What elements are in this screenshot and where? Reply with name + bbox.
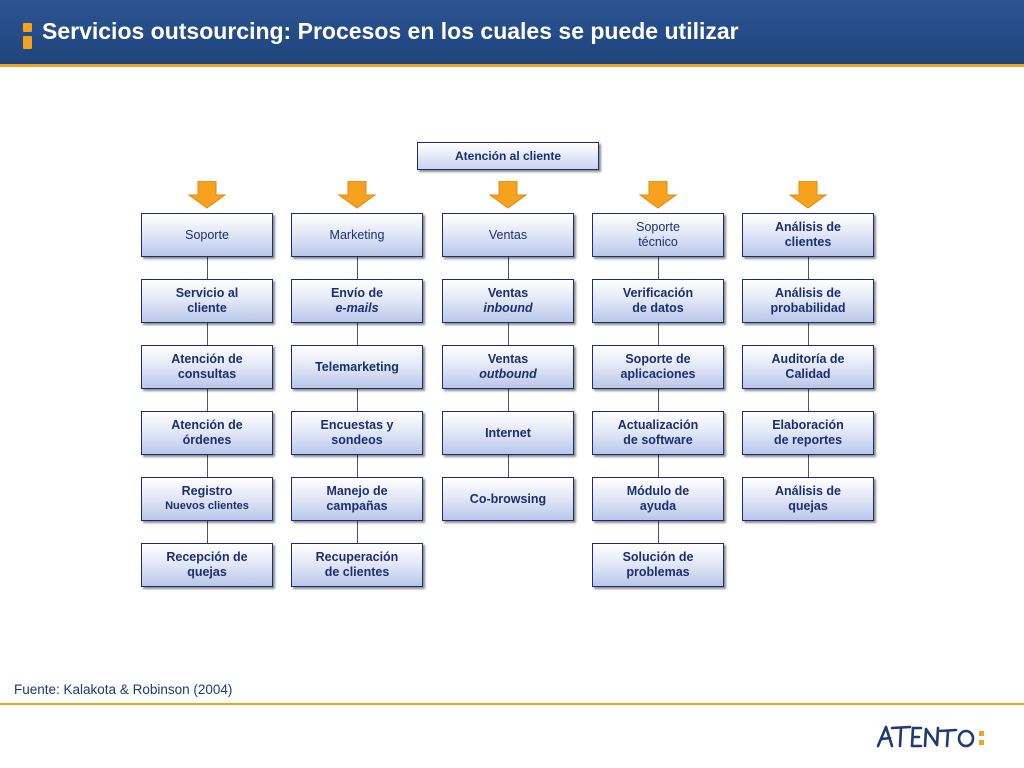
box-text-line: Soporte [185,227,229,242]
box-text-line: Atención de [171,352,243,366]
box-text-line: Encuestas y [320,418,394,432]
box-text-line: quejas [187,565,227,579]
box-text-line: Internet [485,425,531,440]
box-text-line: problemas [626,565,690,579]
box-text-line: Ventas [487,352,529,366]
box-text-line: Servicio al [175,286,239,300]
box-text-line: campañas [326,499,388,513]
box-text-line: consultas [177,367,237,381]
box-text-line: de clientes [324,565,390,579]
down-arrow-icon [337,181,377,209]
box-text-line: sondeos [331,433,383,447]
box-text-line: Envío de [330,286,384,300]
category-header: Marketing [291,213,423,257]
box-text-line: Elaboración [772,418,844,432]
footer-divider [0,703,1024,705]
box-text-line: Telemarketing [315,359,399,374]
box-text-line: cliente [187,301,227,315]
box-text-line: Nuevos clientes [165,500,249,512]
box-text-line: outbound [479,367,537,381]
down-arrow-icon [488,181,528,209]
box-text-line: Análisis de [775,286,841,300]
box-text-line: probabilidad [770,301,846,315]
box-text-line: Marketing [329,227,385,242]
box-text-line: Recepción de [166,550,248,564]
down-arrow-icon [187,181,227,209]
process-box: Telemarketing [291,345,423,389]
category-header: Soporte [141,213,273,257]
box-text-line: Ventas [487,286,529,300]
atento-logo [876,725,984,748]
slide-title: Servicios outsourcing: Procesos en los c… [42,18,739,44]
down-arrow-icon [788,181,828,209]
slide-header: Servicios outsourcing: Procesos en los c… [0,0,1024,67]
box-text-line: Soporte de [625,352,691,366]
process-box: Co-browsing [442,477,574,521]
box-text-line: ayuda [639,499,677,513]
colon-bullet-icon [23,23,32,49]
box-text-line: Actualización [617,418,699,432]
box-text-line: de datos [632,301,684,315]
box-text-line: Módulo de [626,484,690,498]
box-text-line: Análisis de [775,484,841,498]
box-text-line: clientes [784,235,832,249]
box-text-line: Co-browsing [469,491,547,506]
box-text-line: Recuperación [315,550,399,564]
box-text-line: órdenes [182,433,232,447]
box-text-line: inbound [483,301,533,315]
box-text-line: Manejo de [326,484,388,498]
box-text-line: Análisis de [775,220,841,234]
box-text-line: de software [623,433,693,447]
box-text-line: Verificación [622,286,694,300]
box-text-line: quejas [788,499,828,513]
process-box: Internet [442,411,574,455]
category-header: Ventas [442,213,574,257]
down-arrow-icon [638,181,678,209]
box-text-line: de reportes [773,433,843,447]
box-text-line: Calidad [785,367,831,381]
root-node: Atención al cliente [417,142,599,170]
box-text-line: Atención de [171,418,243,432]
box-text-line: Solución de [622,550,694,564]
box-text-line: aplicaciones [620,367,696,381]
box-text-line: e-mails [335,301,379,315]
box-text-line: Registro [181,484,233,498]
box-text-line: Auditoría de [771,352,845,366]
box-text-line: técnico [638,235,678,249]
source-citation: Fuente: Kalakota & Robinson (2004) [14,682,233,697]
box-text-line: Ventas [488,227,528,242]
box-text-line: Soporte [636,220,680,234]
